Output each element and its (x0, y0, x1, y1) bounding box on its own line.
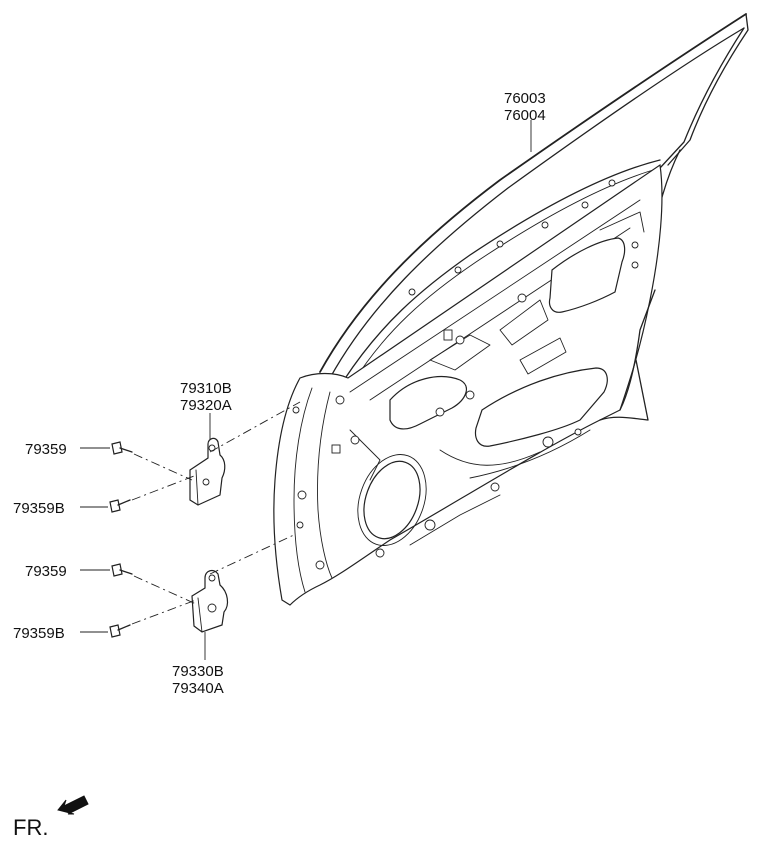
label-bolt-upper-a: 79359 (25, 441, 67, 458)
label-door-part-2: 76004 (504, 107, 546, 124)
alignment-lines (131, 401, 301, 625)
label-bolt-upper-b: 79359B (13, 500, 65, 517)
leader-lines (80, 120, 532, 660)
door-window-frame (319, 13, 749, 385)
label-lower-hinge-1: 79330B (172, 663, 224, 680)
front-arrow-icon (57, 795, 89, 815)
label-bolt-lower-b: 79359B (13, 625, 65, 642)
upper-hinge (189, 437, 226, 506)
bolt-lower-b (109, 624, 131, 638)
label-upper-hinge-2: 79320A (180, 397, 232, 414)
label-upper-hinge-1: 79310B (180, 380, 232, 397)
label-lower-hinge-2: 79340A (172, 680, 224, 697)
bolt-lower-a (111, 563, 133, 577)
door-inner-panel (273, 163, 663, 606)
label-bolt-lower-a: 79359 (25, 563, 67, 580)
bolt-upper-a (111, 441, 133, 455)
front-indicator: FR. (13, 795, 89, 840)
bolt-upper-b (109, 499, 131, 513)
lower-hinge (191, 569, 229, 633)
front-indicator-label: FR. (13, 815, 48, 840)
label-door-part-1: 76003 (504, 90, 546, 107)
